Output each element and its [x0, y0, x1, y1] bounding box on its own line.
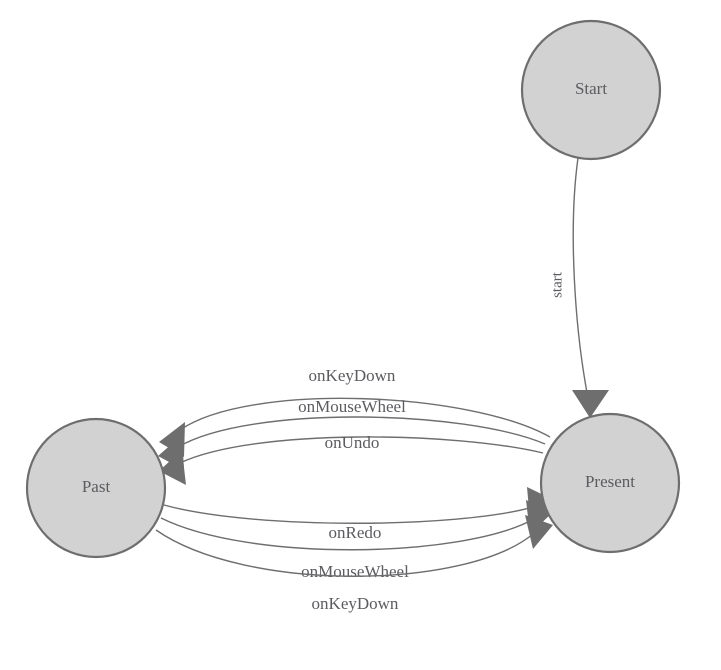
- edge-present-to-past-onkeydown-path: [179, 397, 551, 438]
- node-start-circle: [520, 19, 662, 161]
- edge-label-past-to-present-onkeydown: onKeyDown: [312, 594, 399, 613]
- node-present-circle: [539, 412, 681, 554]
- node-past-circle: [25, 417, 167, 559]
- node-start[interactable]: Start: [520, 19, 662, 161]
- node-past-label: Past: [82, 477, 111, 496]
- edge-present-to-past-onmousewheel-path: [177, 416, 546, 448]
- node-past[interactable]: Past: [25, 417, 167, 559]
- edge-label-past-to-present-onredo: onRedo: [329, 523, 382, 542]
- arrowhead-start-to-present: [572, 390, 609, 418]
- edge-label-past-to-present-onmousewheel: onMouseWheel: [301, 562, 409, 581]
- arrowhead-present-to-past-onundo: [159, 450, 186, 485]
- edge-label-present-to-past-onundo: onUndo: [325, 433, 380, 452]
- node-present[interactable]: Present: [539, 412, 681, 554]
- edge-label-present-to-past-onkeydown: onKeyDown: [309, 366, 396, 385]
- node-start-label: Start: [575, 79, 607, 98]
- arrowhead-past-to-present-onkeydown: [525, 515, 553, 549]
- edge-start-to-present-path: [572, 157, 589, 399]
- edge-present-to-past-onkeydown[interactable]: onKeyDown: [159, 366, 551, 457]
- node-present-label: Present: [585, 472, 635, 491]
- edge-label-start: start: [549, 271, 565, 298]
- edge-present-to-past-onundo[interactable]: onUndo: [159, 433, 544, 485]
- edge-start-to-present[interactable]: start: [549, 157, 609, 418]
- edge-past-to-present-onkeydown-path: [155, 529, 534, 577]
- edge-present-to-past-onundo-path: [179, 436, 544, 464]
- edge-label-present-to-past-onmousewheel: onMouseWheel: [298, 397, 406, 416]
- edge-past-to-present-onkeydown[interactable]: onKeyDown: [155, 515, 553, 613]
- edge-past-to-present-onmousewheel-path: [160, 517, 533, 551]
- edge-past-to-present-onredo-path: [163, 504, 534, 524]
